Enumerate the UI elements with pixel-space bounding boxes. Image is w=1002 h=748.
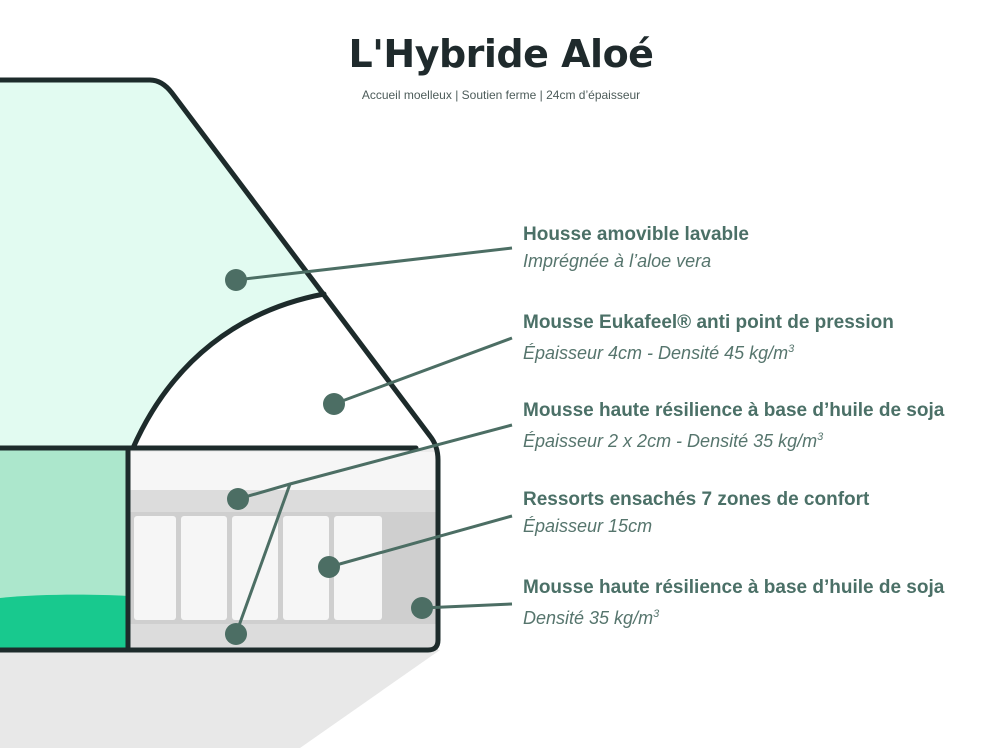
layer-detail: Imprégnée à l’aloe vera	[523, 251, 712, 271]
marker-base-foam	[411, 597, 433, 619]
eukafeel-foam	[133, 296, 438, 456]
cover-green-stripe	[0, 594, 128, 650]
layer-detail: Densité 35 kg/m3	[523, 608, 660, 628]
layer-name: Housse amovible lavable	[523, 224, 749, 245]
marker-cover	[225, 269, 247, 291]
page-title: L'Hybride Aloé	[348, 32, 654, 76]
spring-pocket	[181, 516, 227, 620]
outline	[0, 77, 441, 653]
leader-lines	[234, 246, 513, 635]
layer-name: Mousse Eukafeel® anti point de pression	[523, 312, 894, 333]
leader-line-base-foam	[421, 602, 513, 610]
layer-name: Mousse haute résilience à base d’huile d…	[523, 400, 945, 421]
marker-springs	[318, 556, 340, 578]
marker-eukafeel	[323, 393, 345, 415]
hr-foam-bottom	[128, 624, 438, 650]
floor-shadow	[0, 650, 440, 748]
layer-label-eukafeel: Mousse Eukafeel® anti point de pression …	[523, 310, 998, 366]
leader-line-cover	[235, 246, 513, 282]
leader-line-eukafeel	[333, 336, 513, 406]
layer-label-springs: Ressorts ensachés 7 zones de confort Épa…	[523, 487, 998, 539]
mattress-outline	[0, 77, 441, 653]
marker-hr-foam-top	[227, 488, 249, 510]
layer-label-cover: Housse amovible lavable Imprégnée à l’al…	[523, 222, 998, 274]
cover-edge	[125, 291, 327, 653]
layer-name: Ressorts ensachés 7 zones de confort	[523, 489, 870, 510]
page-subtitle: Accueil moelleux | Soutien ferme | 24cm …	[361, 88, 641, 102]
spring-pocket	[232, 516, 278, 620]
markers	[225, 269, 433, 645]
layer-detail: Épaisseur 4cm - Densité 45 kg/m3	[523, 343, 795, 363]
layer-label-base-foam: Mousse haute résilience à base d’huile d…	[523, 575, 998, 631]
pocket-springs	[134, 516, 382, 620]
spring-pocket	[334, 516, 382, 620]
layer-label-hr-foam: Mousse haute résilience à base d’huile d…	[523, 398, 998, 454]
spring-pocket	[283, 516, 329, 620]
spring-pocket	[134, 516, 176, 620]
layer-detail: Épaisseur 2 x 2cm - Densité 35 kg/m3	[523, 431, 824, 451]
cover-top	[0, 82, 323, 448]
marker-hr-foam-bottom	[225, 623, 247, 645]
layer-detail: Épaisseur 15cm	[523, 516, 653, 536]
leader-line-hr-foam-bottom	[234, 483, 292, 635]
layer-name: Mousse haute résilience à base d’huile d…	[523, 577, 945, 598]
leader-line-springs	[328, 514, 513, 569]
